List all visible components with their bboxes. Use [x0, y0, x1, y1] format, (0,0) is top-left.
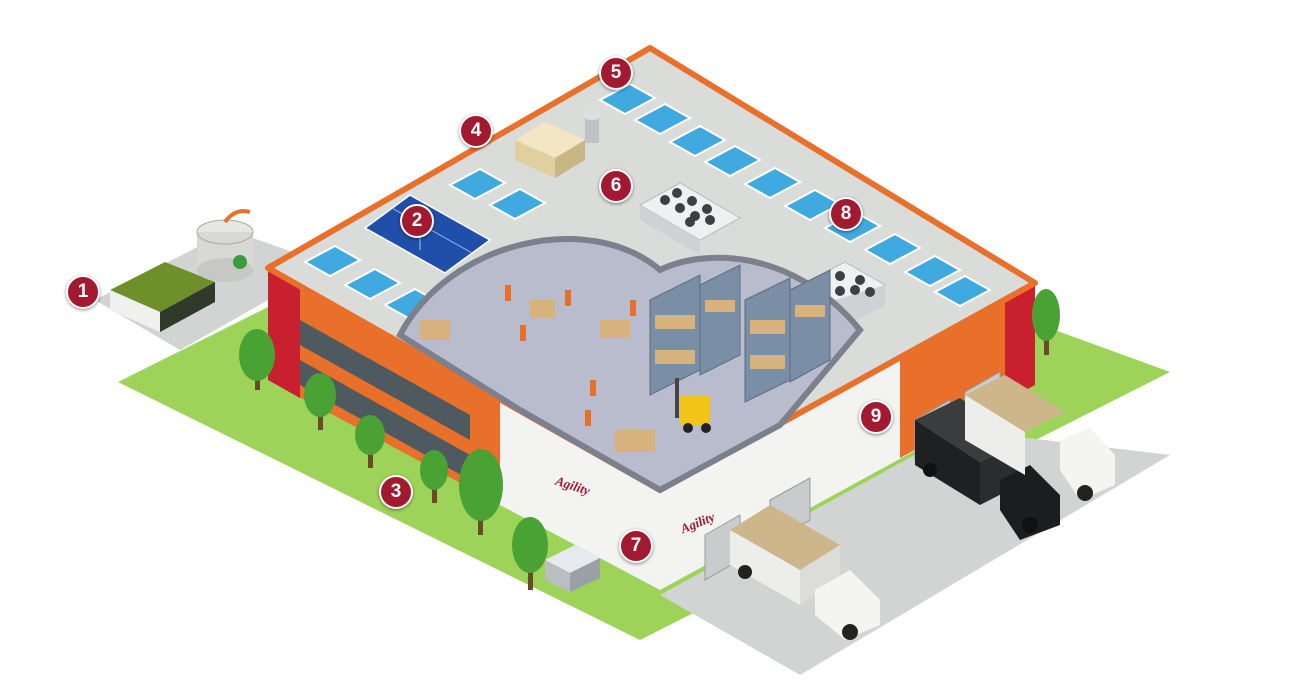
- recycle-icon: [233, 255, 247, 269]
- building-wall-right-red: [1005, 283, 1035, 401]
- truck-icon: [730, 375, 1115, 640]
- marker-3[interactable]: 3: [379, 475, 413, 509]
- marker-2[interactable]: 2: [400, 204, 434, 238]
- biogas-unit: [110, 209, 254, 332]
- marker-1[interactable]: 1: [66, 275, 100, 309]
- skylight-icon: [302, 82, 993, 321]
- warehouse-interior-cutaway: [396, 236, 864, 494]
- marker-5[interactable]: 5: [599, 56, 633, 90]
- office-windows: [300, 320, 470, 480]
- marker-9[interactable]: 9: [859, 400, 893, 434]
- marker-4[interactable]: 4: [459, 114, 493, 148]
- generator-unit: [545, 545, 600, 592]
- building-wall-left-red: [268, 268, 300, 398]
- rooftop-unit: [515, 110, 601, 178]
- forklift-icon: [675, 378, 711, 433]
- tree-icon: [239, 289, 1060, 590]
- marker-8[interactable]: 8: [829, 197, 863, 231]
- marker-6[interactable]: 6: [599, 169, 633, 203]
- marker-7[interactable]: 7: [619, 529, 653, 563]
